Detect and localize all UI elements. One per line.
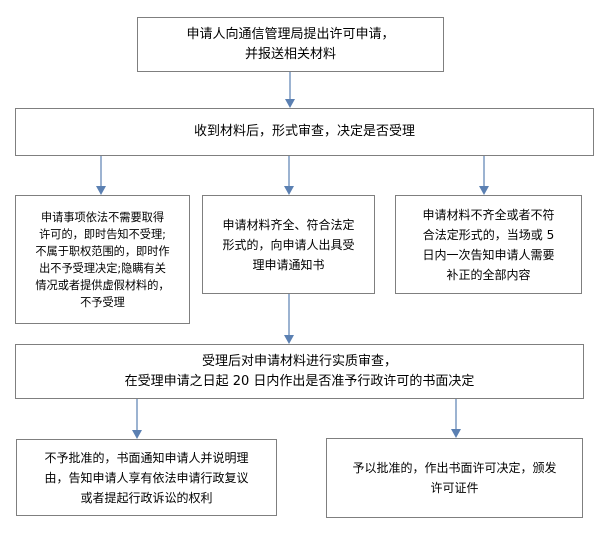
outcome-not-approved-line-1: 不予批准的，书面通知申请人并说明理 bbox=[44, 450, 249, 465]
arrow-step1-to-step2 bbox=[285, 72, 295, 108]
branch-not-accepted-line-1: 申请事项依法不需要取得 bbox=[40, 210, 165, 224]
outcome-not-approved: 不予批准的，书面通知申请人并说明理 由，告知申请人享有依法申请行政复议 或者提起… bbox=[16, 439, 277, 516]
step-submit-line-2: 并报送相关材料 bbox=[244, 46, 336, 62]
outcome-approved-line-2: 许可证件 bbox=[430, 481, 479, 495]
step-formal-review: 收到材料后，形式审查，决定是否受理 bbox=[15, 108, 594, 156]
branch-supplement-line-3: 日内一次告知申请人需要 bbox=[422, 247, 555, 262]
branch-not-accepted-line-4: 出不予受理决定;隐瞒有关 bbox=[39, 261, 166, 275]
arrow-step2-to-supplement bbox=[479, 156, 489, 195]
branch-accepted-line-1: 申请材料齐全、符合法定 bbox=[222, 217, 355, 232]
arrow-step2-to-accept bbox=[284, 156, 294, 195]
branch-supplement-line-1: 申请材料不齐全或者不符 bbox=[422, 207, 555, 222]
outcome-not-approved-line-2: 由，告知申请人享有依法申请行政复议 bbox=[44, 470, 249, 485]
branch-accepted-line-2: 形式的，向申请人出具受 bbox=[222, 237, 355, 252]
arrow-step2-to-reject bbox=[96, 156, 106, 195]
step-submit-line-1: 申请人向通信管理局提出许可申请， bbox=[186, 26, 395, 42]
branch-not-accepted-line-5: 情况或者提供虚假材料的， bbox=[35, 278, 170, 292]
branch-not-accepted: 申请事项依法不需要取得 许可的，即时告知不受理; 不属于职权范围的，即时作 出不… bbox=[15, 195, 190, 324]
branch-accepted: 申请材料齐全、符合法定 形式的，向申请人出具受 理申请通知书 bbox=[202, 195, 375, 294]
step-substantive-line-1: 受理后对申请材料进行实质审查， bbox=[201, 353, 397, 369]
branch-supplement-line-2: 合法定形式的，当场或 5 bbox=[422, 227, 555, 242]
step-substantive-line-2: 在受理申请之日起 20 日内作出是否准予行政许可的书面决定 bbox=[124, 373, 475, 389]
arrow-step3-to-approve bbox=[451, 399, 461, 438]
arrow-step3-to-deny bbox=[132, 399, 142, 439]
branch-not-accepted-line-2: 许可的，即时告知不受理; bbox=[39, 227, 166, 241]
arrow-accept-to-step3 bbox=[284, 294, 294, 344]
outcome-approved-line-1: 予以批准的，作出书面许可决定，颁发 bbox=[352, 461, 557, 475]
step-substantive-review: 受理后对申请材料进行实质审查， 在受理申请之日起 20 日内作出是否准予行政许可… bbox=[15, 344, 584, 399]
outcome-approved: 予以批准的，作出书面许可决定，颁发 许可证件 bbox=[326, 438, 583, 518]
step-formal-review-line-1: 收到材料后，形式审查，决定是否受理 bbox=[193, 124, 415, 139]
outcome-not-approved-line-3: 或者提起行政诉讼的权利 bbox=[80, 490, 213, 505]
branch-not-accepted-line-3: 不属于职权范围的，即时作 bbox=[35, 244, 170, 258]
step-submit-application: 申请人向通信管理局提出许可申请， 并报送相关材料 bbox=[137, 17, 444, 72]
branch-accepted-line-3: 理申请通知书 bbox=[252, 257, 325, 272]
branch-supplement-line-4: 补正的全部内容 bbox=[446, 267, 531, 282]
branch-not-accepted-line-6: 不予受理 bbox=[80, 295, 125, 309]
branch-needs-supplement: 申请材料不齐全或者不符 合法定形式的，当场或 5 日内一次告知申请人需要 补正的… bbox=[395, 195, 582, 294]
